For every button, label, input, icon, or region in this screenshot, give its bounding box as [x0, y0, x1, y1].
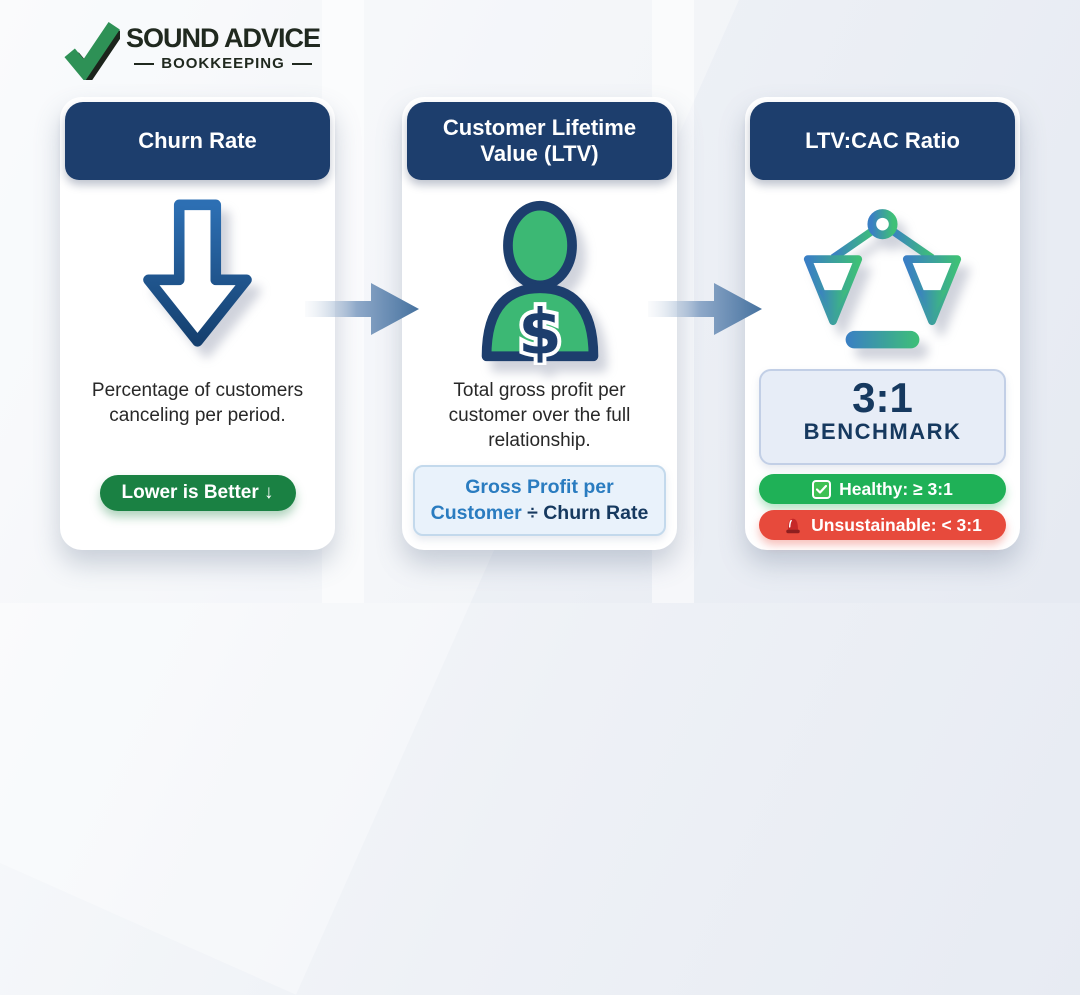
card-churn-rate: Churn Rate Percentage of customers cance…	[60, 97, 335, 550]
benchmark-label: BENCHMARK	[803, 419, 962, 445]
green-check-icon	[64, 21, 120, 80]
card-churn-rate-title: Churn Rate	[65, 102, 330, 180]
card-ltv: Customer Lifetime Value (LTV) $ Total gr…	[402, 97, 677, 550]
customer-dollar-icon: $	[402, 195, 677, 365]
ltv-formula-box: Gross Profit per Customer ÷ Churn Rate	[413, 465, 666, 537]
brand-line1: SOUND ADVICE	[126, 23, 321, 53]
card-ltv-title: Customer Lifetime Value (LTV)	[407, 102, 672, 180]
check-emoji-icon	[812, 479, 832, 499]
card-ltv-description: Total gross profit per customer over the…	[448, 380, 631, 452]
formula-dark-text: ÷ Churn Rate	[527, 501, 649, 524]
unsustainable-badge: Unsustainable: < 3:1	[759, 510, 1006, 540]
balance-scale-icon	[745, 195, 1020, 362]
brand-line2: BOOKKEEPING	[134, 56, 312, 71]
healthy-badge: Healthy: ≥ 3:1	[759, 474, 1006, 504]
down-arrow-icon	[60, 195, 335, 357]
lower-is-better-badge: Lower is Better ↓	[99, 475, 296, 511]
brand-logo: SOUND ADVICE BOOKKEEPING	[60, 16, 321, 80]
formula-blue-text: Gross Profit per Customer	[430, 476, 614, 524]
healthy-label: Healthy: ≥ 3:1	[839, 478, 953, 499]
card-ltv-cac-title: LTV:CAC Ratio	[750, 102, 1015, 180]
flow-arrow-2	[648, 283, 762, 335]
siren-emoji-icon	[783, 515, 803, 535]
card-churn-rate-description: Percentage of customers canceling per pe…	[91, 380, 304, 427]
benchmark-box: 3:1 BENCHMARK	[759, 369, 1006, 465]
svg-text:$: $	[518, 295, 561, 365]
unsustainable-label: Unsustainable: < 3:1	[811, 514, 982, 535]
card-ltv-cac-ratio: LTV:CAC Ratio 3:1 BENCHMARK Healt	[745, 97, 1020, 550]
benchmark-ratio: 3:1	[852, 374, 913, 421]
brand-text: SOUND ADVICE BOOKKEEPING	[126, 23, 321, 72]
flow-arrow-1	[305, 283, 419, 335]
